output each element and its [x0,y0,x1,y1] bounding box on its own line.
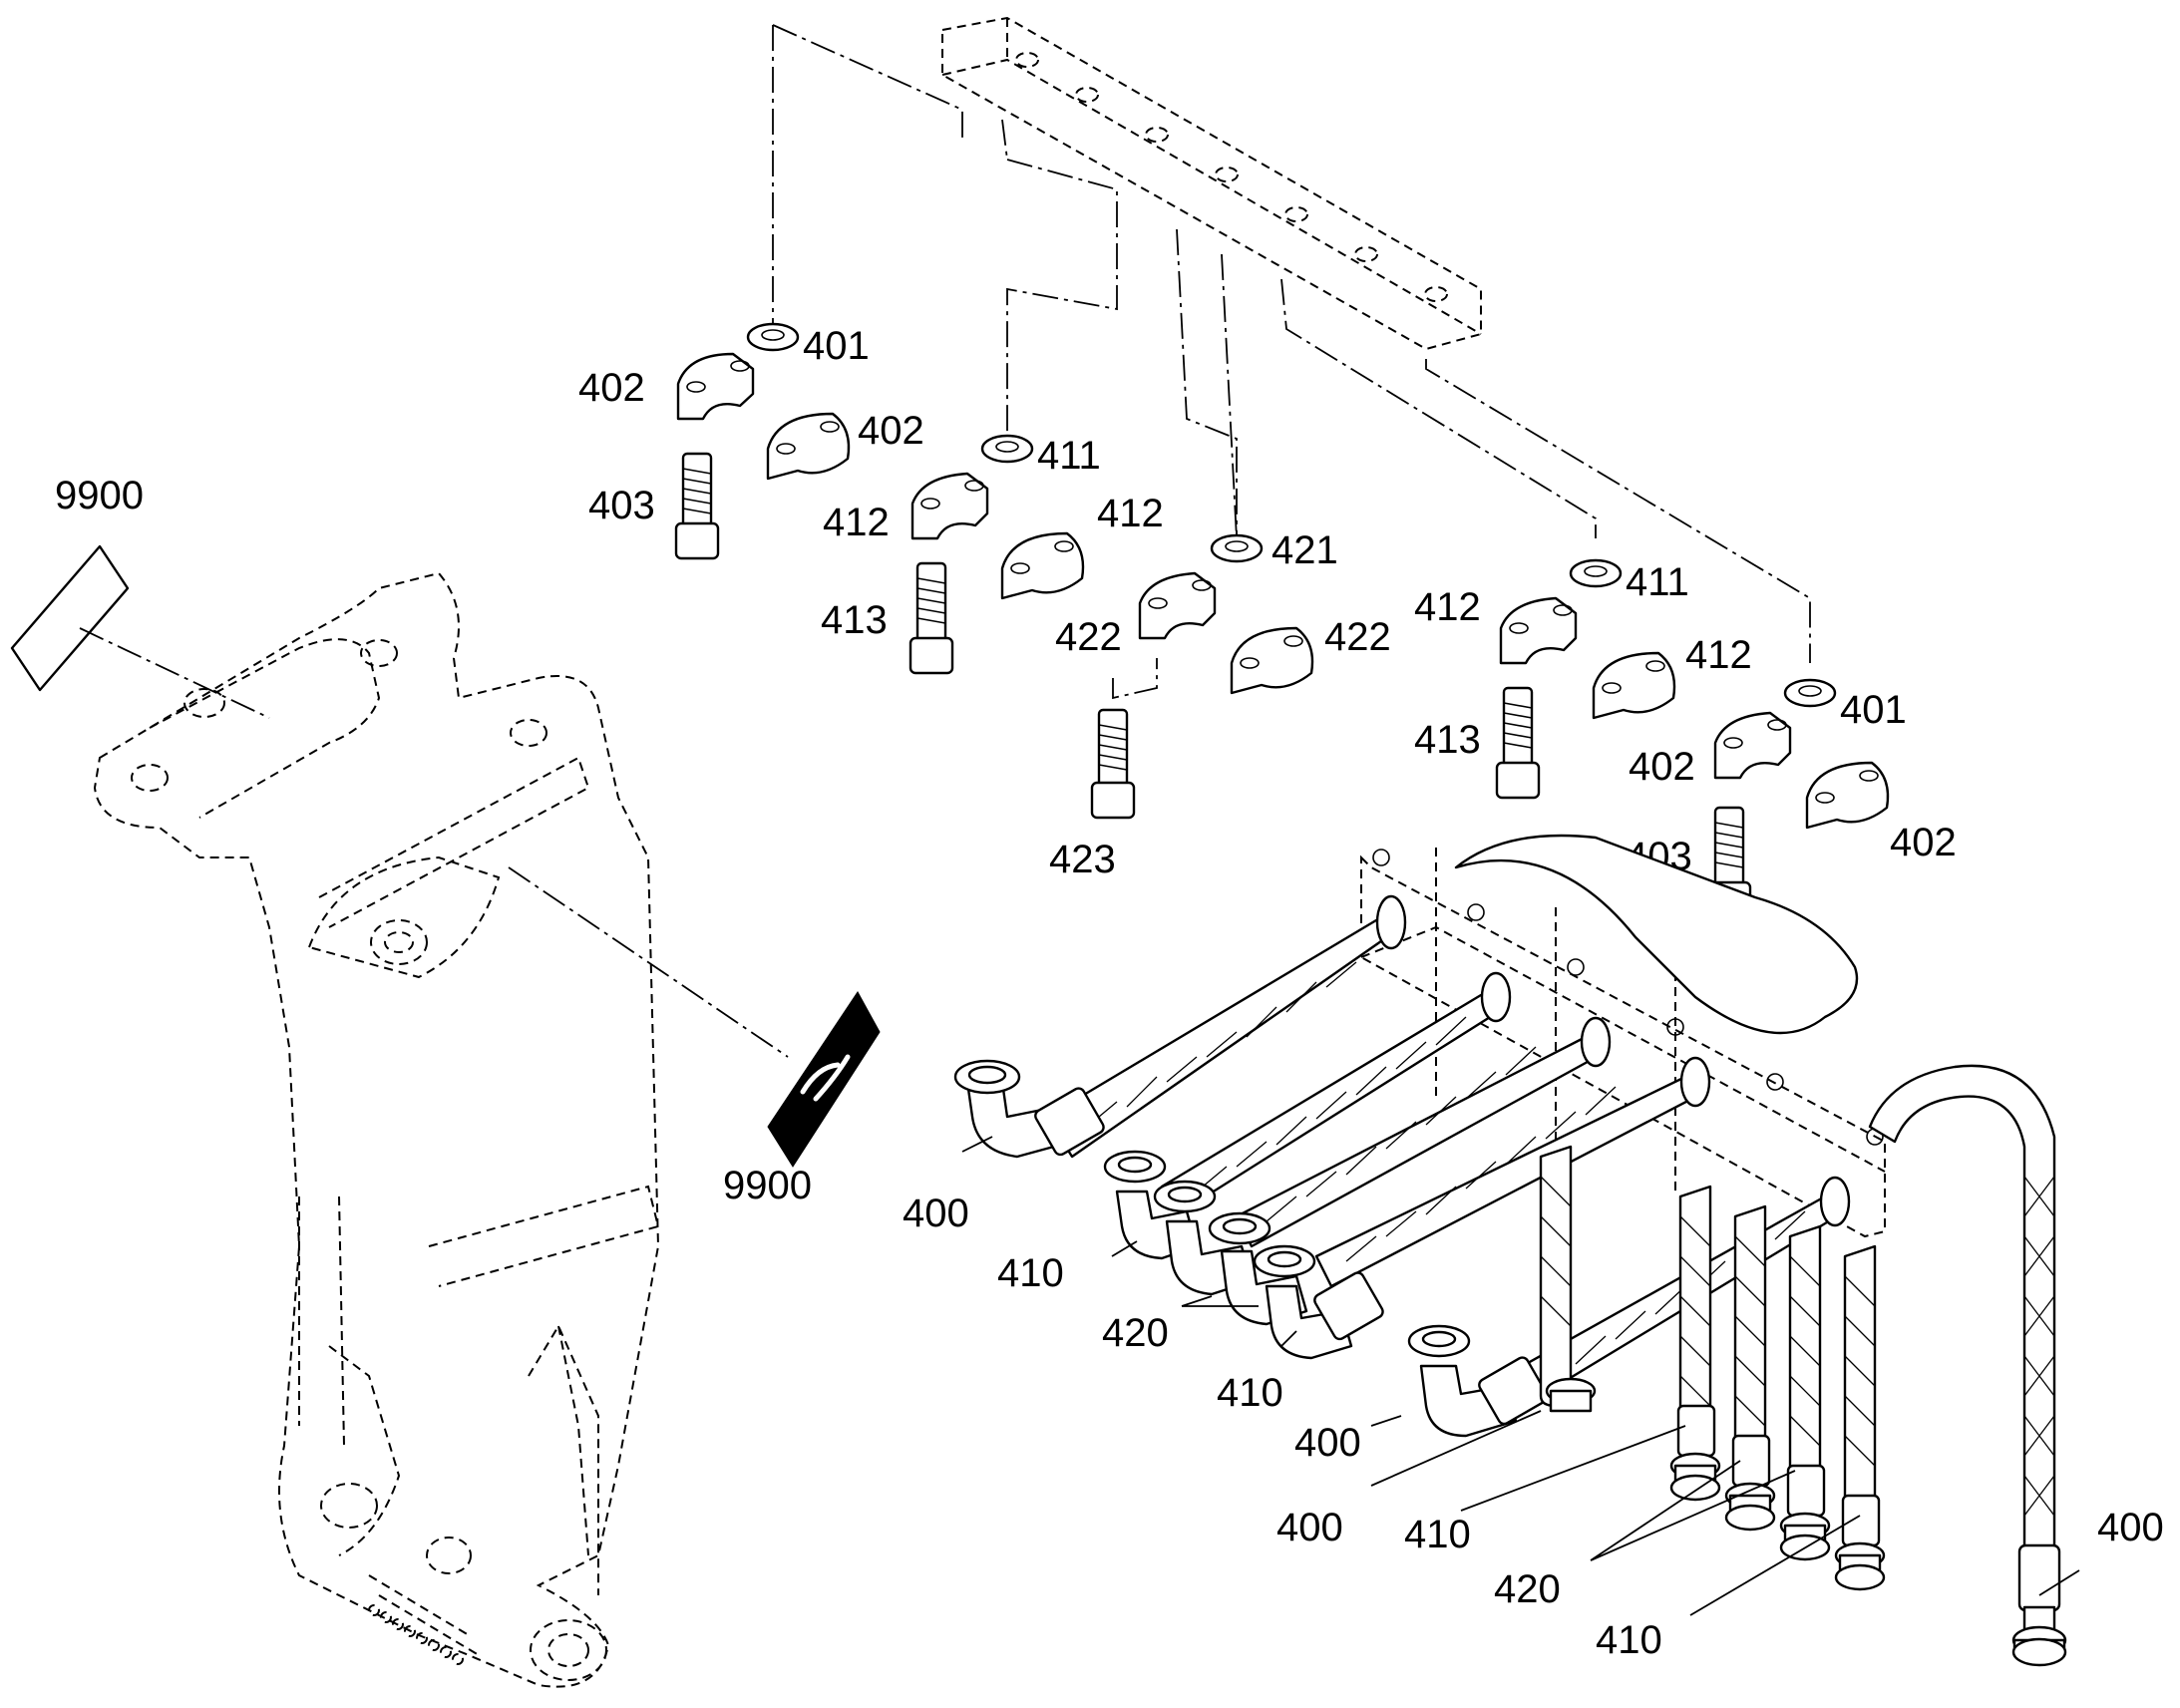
elbow-400-b [1407,1324,1549,1438]
decal-9900-top [10,544,270,719]
label-413-a: 413 [821,598,888,642]
label-410-a: 410 [997,1251,1064,1295]
hose-410-b [1314,1072,1709,1288]
label-400-b: 400 [1294,1421,1361,1465]
leader-lines [961,1136,2080,1616]
label-413-b: 413 [1414,718,1481,762]
clamp-half-402-lower-left [766,412,851,481]
label-401-a: 401 [803,324,870,368]
label-400-d: 400 [2097,1506,2164,1549]
label-421: 421 [1272,528,1338,572]
clamp-set-411-right [1495,558,1676,800]
clamp-set-411-left [908,434,1085,675]
clamp-set-left [674,322,851,560]
label-420-a: 420 [1102,1311,1169,1355]
label-400-a: 400 [903,1192,969,1235]
label-402-a: 402 [578,366,645,410]
label-402-b: 402 [858,409,924,453]
washer-411-left [980,434,1034,464]
label-412-b: 412 [1097,492,1164,535]
manifold-block [772,16,1811,663]
label-412-a: 412 [823,501,890,544]
hose-400-u-bend [1868,1064,2067,1667]
label-423: 423 [1049,838,1116,881]
clamp-half-412-lower-left [1000,531,1085,600]
label-420-b: 420 [1494,1567,1561,1611]
label-422-a: 422 [1055,615,1122,659]
clamp-half-402-lower-right [1805,761,1890,830]
decal-9900-bottom [508,866,881,1168]
label-412-d: 412 [1685,633,1752,677]
label-422-b: 422 [1324,615,1391,659]
boom-bolt-row [368,1604,464,1665]
label-403-a: 403 [588,484,655,527]
label-402-d: 402 [1890,821,1957,864]
label-401-b: 401 [1840,688,1907,732]
label-412-c: 412 [1414,585,1481,629]
clamp-half-402-upper-left [676,352,755,421]
bolt-423 [1090,708,1136,820]
bolt-403-left [674,452,720,560]
label-410-b: 410 [1217,1371,1283,1415]
washer-401-left [746,322,800,352]
label-411-b: 411 [1626,560,1689,604]
washer-421 [1210,533,1264,563]
washer-401-right [1783,678,1837,708]
boom-phantom-outline [93,571,660,1688]
bolt-413-left [908,561,954,675]
clamp-half-412-lower-right [1592,651,1676,720]
label-9900-top: 9900 [55,474,144,517]
label-410-c: 410 [1404,1513,1471,1556]
elbow-400-a [953,1059,1105,1159]
washer-411-right [1569,558,1623,588]
label-9900-bottom: 9900 [723,1164,812,1207]
clamp-set-421 [1090,533,1314,820]
label-411-a: 411 [1037,434,1101,478]
clamp-half-422-lower [1230,626,1314,695]
label-410-d: 410 [1596,1618,1662,1662]
label-402-c: 402 [1629,745,1695,789]
bolt-413-right [1495,686,1541,800]
vertical-hoses [1539,1145,1886,1591]
label-400-c: 400 [1276,1506,1343,1549]
